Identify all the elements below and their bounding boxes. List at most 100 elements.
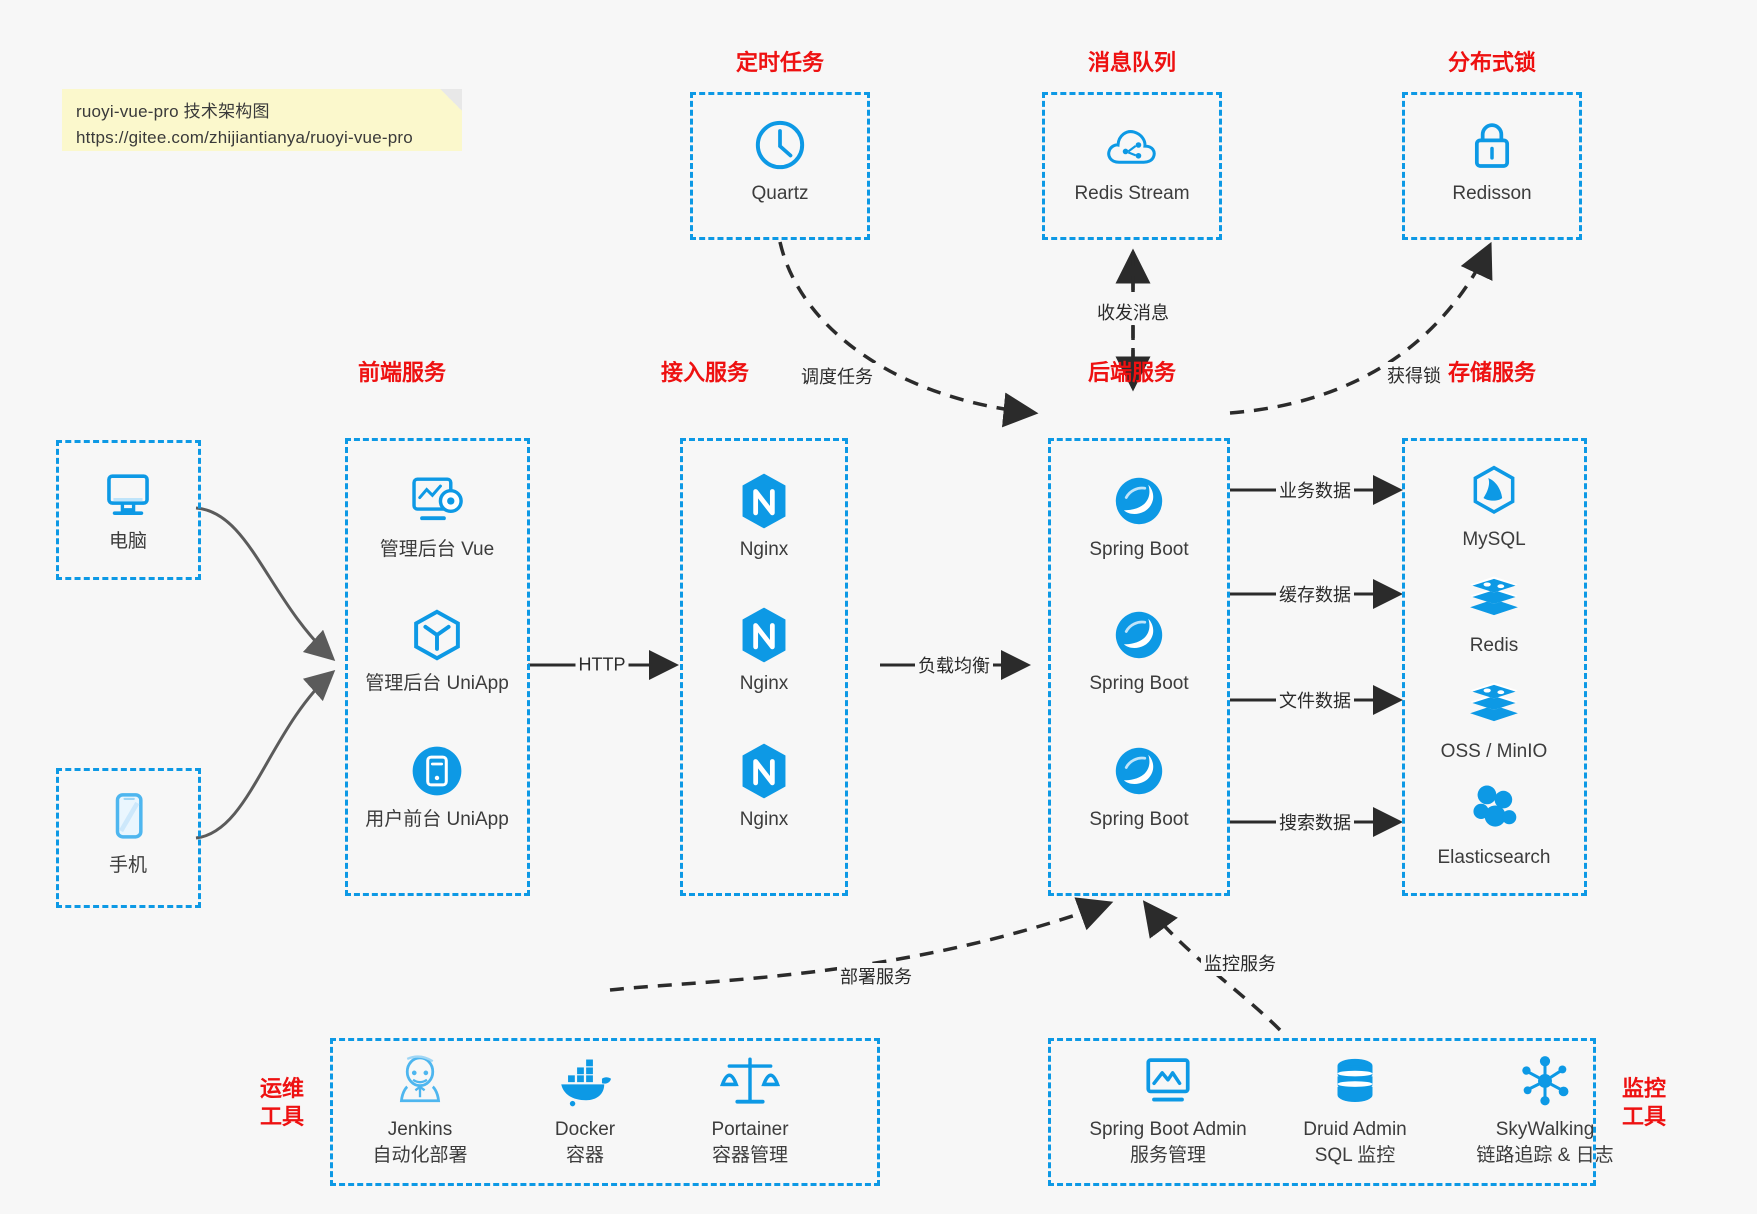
node-redis[interactable]: Redis: [1414, 566, 1574, 659]
node-label: Portainer: [711, 1119, 789, 1140]
edge-label-send-receive-msg: 收发消息: [1094, 299, 1172, 325]
group-frontend-service: [345, 438, 530, 896]
node-label: Spring Boot: [1089, 809, 1189, 830]
lock-icon: [1466, 114, 1518, 176]
node-nginx-1[interactable]: Nginx: [684, 470, 844, 563]
group-ops-tools: [330, 1038, 880, 1186]
section-title-gateway-service: 接入服务: [660, 360, 749, 385]
edge-label-business-data: 业务数据: [1276, 477, 1354, 503]
group-backend-service: [1048, 438, 1230, 896]
ops-tools-line2: 工具: [259, 1103, 304, 1129]
node-label: 用户前台 UniApp: [365, 809, 509, 830]
node-label: Redis: [1469, 635, 1519, 656]
node-label: MySQL: [1462, 529, 1526, 550]
monitor-chart-icon: [1139, 1050, 1197, 1112]
app-icon: [408, 740, 466, 802]
node-springboot-2[interactable]: Spring Boot: [1059, 604, 1219, 697]
clock-icon: [752, 114, 808, 176]
edge-label-deploy-service: 部署服务: [837, 963, 915, 989]
jenkins-icon: [391, 1050, 449, 1112]
section-title-scheduled-task: 定时任务: [735, 50, 824, 75]
spring-icon: [1110, 740, 1168, 802]
node-redisson[interactable]: Redisson: [1412, 114, 1572, 207]
edge-label-schedule-task: 调度任务: [798, 363, 876, 389]
node-springboot-3[interactable]: Spring Boot: [1059, 740, 1219, 833]
node-quartz[interactable]: Quartz: [700, 114, 860, 207]
node-label: SkyWalking: [1495, 1119, 1595, 1140]
node-skywalking[interactable]: SkyWalking 链路追踪 & 日志: [1440, 1050, 1650, 1168]
node-label: Nginx: [739, 673, 789, 694]
group-distributed-lock: [1402, 92, 1582, 240]
node-nginx-3[interactable]: Nginx: [684, 740, 844, 833]
node-nginx-2[interactable]: Nginx: [684, 604, 844, 697]
elasticsearch-icon: [1467, 778, 1521, 840]
edge-label-cache-data: 缓存数据: [1276, 581, 1354, 607]
edge-label-load-balance: 负载均衡: [915, 652, 993, 678]
network-icon: [1516, 1050, 1574, 1112]
node-label: Druid Admin: [1303, 1119, 1407, 1140]
edge-label-http: HTTP: [575, 654, 629, 676]
node-pc[interactable]: 电脑: [48, 462, 208, 555]
node-jenkins[interactable]: Jenkins 自动化部署: [340, 1050, 500, 1168]
section-title-backend-service: 后端服务: [1087, 360, 1176, 385]
node-druid-admin[interactable]: Druid Admin SQL 监控: [1265, 1050, 1445, 1168]
node-label: Nginx: [739, 809, 789, 830]
cube-icon: [408, 604, 466, 666]
node-elasticsearch[interactable]: Elasticsearch: [1414, 778, 1574, 871]
node-springboot-1[interactable]: Spring Boot: [1059, 470, 1219, 563]
redis-icon: [1465, 566, 1523, 628]
monitor-tools-line2: 工具: [1621, 1103, 1666, 1129]
node-spring-boot-admin[interactable]: Spring Boot Admin 服务管理: [1068, 1050, 1268, 1168]
node-user-uniapp[interactable]: 用户前台 UniApp: [357, 740, 517, 833]
group-storage-service: [1402, 438, 1587, 896]
group-scheduled-task: [690, 92, 870, 240]
section-title-frontend-service: 前端服务: [357, 360, 446, 385]
node-label: 管理后台 Vue: [379, 539, 495, 560]
node-label: 手机: [108, 855, 147, 876]
node-label: Docker: [554, 1119, 616, 1140]
edge-label-file-data: 文件数据: [1276, 687, 1354, 713]
node-mysql[interactable]: MySQL: [1414, 460, 1574, 553]
node-oss-minio[interactable]: OSS / MinIO: [1414, 672, 1574, 765]
node-sublabel: 容器: [565, 1144, 604, 1166]
note-fold-corner: [440, 89, 462, 111]
spring-icon: [1110, 470, 1168, 532]
node-sublabel: 链路追踪 & 日志: [1476, 1144, 1614, 1166]
node-label: Spring Boot: [1089, 673, 1189, 694]
nginx-icon: [735, 470, 793, 532]
desktop-icon: [100, 462, 156, 524]
node-label: Spring Boot Admin: [1089, 1119, 1247, 1140]
node-admin-vue[interactable]: 管理后台 Vue: [357, 470, 517, 563]
node-admin-uniapp[interactable]: 管理后台 UniApp: [357, 604, 517, 697]
mysql-icon: [1467, 460, 1521, 522]
section-title-storage-service: 存储服务: [1447, 360, 1536, 385]
node-label: 电脑: [108, 531, 147, 552]
monitor-tools-line1: 监控: [1621, 1076, 1666, 1101]
section-title-distributed-lock: 分布式锁: [1447, 50, 1536, 75]
mobile-icon: [105, 786, 151, 848]
spring-icon: [1110, 604, 1168, 666]
edge-label-acquire-lock: 获得锁: [1384, 362, 1444, 388]
node-label: Spring Boot: [1089, 539, 1189, 560]
node-phone[interactable]: 手机: [48, 786, 208, 879]
note-url: https://gitee.com/zhijiantianya/ruoyi-vu…: [76, 128, 413, 148]
node-label: Jenkins: [387, 1119, 453, 1140]
node-label: Quartz: [751, 183, 809, 204]
node-sublabel: 服务管理: [1129, 1144, 1206, 1166]
edge-label-monitor-service: 监控服务: [1201, 950, 1279, 976]
section-title-ops-tools: 运维 工具: [252, 1075, 312, 1130]
node-label: 管理后台 UniApp: [365, 673, 509, 694]
nginx-icon: [735, 604, 793, 666]
group-monitor-tools: [1048, 1038, 1596, 1186]
database-icon: [1328, 1050, 1382, 1112]
note-title: ruoyi-vue-pro 技术架构图: [76, 102, 270, 121]
node-docker[interactable]: Docker 容器: [505, 1050, 665, 1168]
node-redis-stream[interactable]: Redis Stream: [1052, 114, 1212, 207]
node-portainer[interactable]: Portainer 容器管理: [670, 1050, 830, 1168]
scales-icon: [719, 1050, 781, 1112]
node-label: OSS / MinIO: [1440, 741, 1548, 762]
node-label: Elasticsearch: [1437, 847, 1551, 868]
node-sublabel: SQL 监控: [1314, 1144, 1396, 1166]
group-message-queue: [1042, 92, 1222, 240]
nginx-icon: [735, 740, 793, 802]
